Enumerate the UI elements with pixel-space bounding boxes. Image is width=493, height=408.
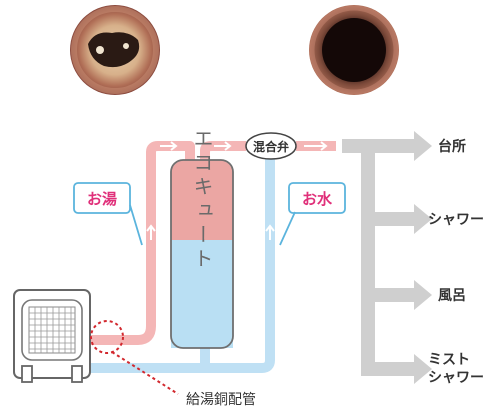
pipe-caption: 給湯銅配管 [186, 391, 256, 408]
hot-water-callout [73, 182, 143, 246]
outlet-bath-label: 風呂 [438, 288, 466, 304]
cold-water-label: お水 [302, 190, 333, 208]
copper-pipe-highlight [90, 320, 124, 354]
outlet-shower-label: シャワー [428, 212, 484, 228]
dark-pipe-photo [309, 5, 399, 95]
cold-water-pipes [90, 158, 275, 373]
cold-water-callout [279, 182, 346, 246]
outlet-pipes [342, 131, 432, 384]
tank-label: エコキュート [190, 128, 214, 272]
outlet-mist-shower-label: シャワー [428, 370, 484, 386]
mixing-valve-label: 混合弁 [253, 139, 289, 154]
outlet-mist-label: ミスト [428, 352, 470, 368]
outlet-kitchen-label: 台所 [438, 138, 466, 155]
hot-water-label: お湯 [87, 190, 117, 208]
heat-pump-unit [13, 289, 91, 383]
ecocute-tank [170, 159, 234, 349]
corroded-pipe-photo [70, 5, 160, 95]
flow-arrows [146, 141, 328, 240]
copper-pipe-leader [111, 351, 179, 395]
mixing-valve [245, 132, 297, 160]
